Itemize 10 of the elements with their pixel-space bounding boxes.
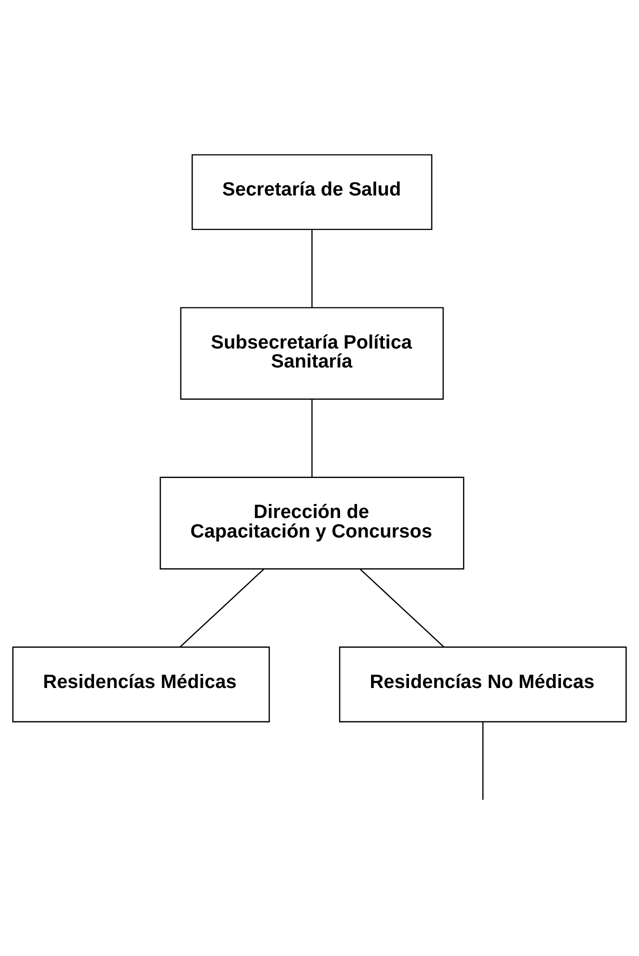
node-box: Residencías No Médicas: [339, 646, 627, 722]
connector: [180, 568, 264, 648]
connector: [311, 230, 313, 308]
node-box: Subsecretaría Política Sanitaría: [180, 307, 444, 400]
connector: [311, 399, 313, 477]
connector: [360, 568, 444, 648]
node-box: Residencías Médicas: [12, 646, 270, 722]
connector: [482, 722, 484, 800]
node-box: Dirección de Capacitación y Concursos: [160, 476, 464, 570]
node-box: Secretaría de Salud: [192, 154, 432, 230]
